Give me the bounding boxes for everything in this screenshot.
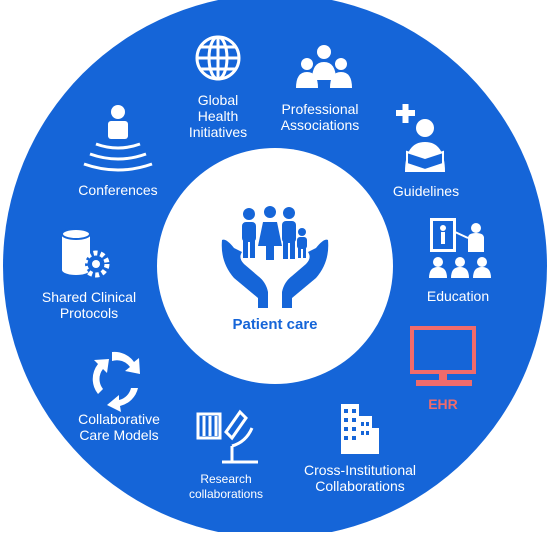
people-group-icon bbox=[296, 45, 352, 88]
label-line: Professional bbox=[281, 101, 359, 117]
label-shared-protocols: Shared Clinical Protocols bbox=[34, 289, 144, 321]
label-professional-associations: Professional Associations bbox=[270, 101, 370, 133]
label-conferences: Conferences bbox=[70, 182, 166, 198]
label-line: Collaborations bbox=[315, 478, 405, 494]
label-line: Conferences bbox=[78, 182, 158, 198]
label-line: Guidelines bbox=[392, 183, 460, 199]
label-line: Collaborative bbox=[78, 411, 160, 427]
family-hands-icon bbox=[221, 206, 329, 308]
center-circle bbox=[157, 148, 393, 384]
microscope-icon bbox=[196, 409, 258, 464]
database-gear-icon bbox=[61, 228, 110, 278]
label-global-health: Global Health Initiatives bbox=[178, 92, 258, 140]
doctor-reading-icon bbox=[396, 104, 445, 172]
label-line: Care Models bbox=[79, 427, 159, 443]
label-line: Shared Clinical bbox=[41, 289, 137, 305]
label-line: Associations bbox=[280, 117, 360, 133]
label-cross-institutional: Cross-Institutional Collaborations bbox=[290, 462, 430, 494]
label-line: Initiatives bbox=[188, 124, 248, 140]
label-guidelines: Guidelines bbox=[384, 183, 468, 199]
label-line: EHR bbox=[428, 396, 458, 412]
label-line: Education bbox=[426, 288, 490, 304]
label-ehr: EHR bbox=[418, 396, 468, 412]
label-collaborative-care: Collaborative Care Models bbox=[64, 411, 174, 443]
presentation-classroom-icon bbox=[429, 218, 491, 278]
center-label: Patient care bbox=[232, 316, 318, 333]
speaker-podium-icon bbox=[83, 105, 153, 172]
globe-icon bbox=[195, 35, 241, 81]
label-line: Global bbox=[197, 92, 239, 108]
label-line: Health bbox=[197, 108, 239, 124]
label-education: Education bbox=[416, 288, 500, 304]
label-line: Cross-Institutional bbox=[303, 462, 417, 478]
label-line: Protocols bbox=[59, 305, 119, 321]
cycle-arrows-icon bbox=[92, 351, 140, 412]
label-line: collaborations bbox=[188, 487, 264, 501]
label-line: Research bbox=[200, 472, 252, 486]
computer-monitor-icon bbox=[410, 326, 476, 386]
buildings-icon bbox=[341, 404, 379, 454]
label-research: Research collaborations bbox=[176, 472, 276, 502]
